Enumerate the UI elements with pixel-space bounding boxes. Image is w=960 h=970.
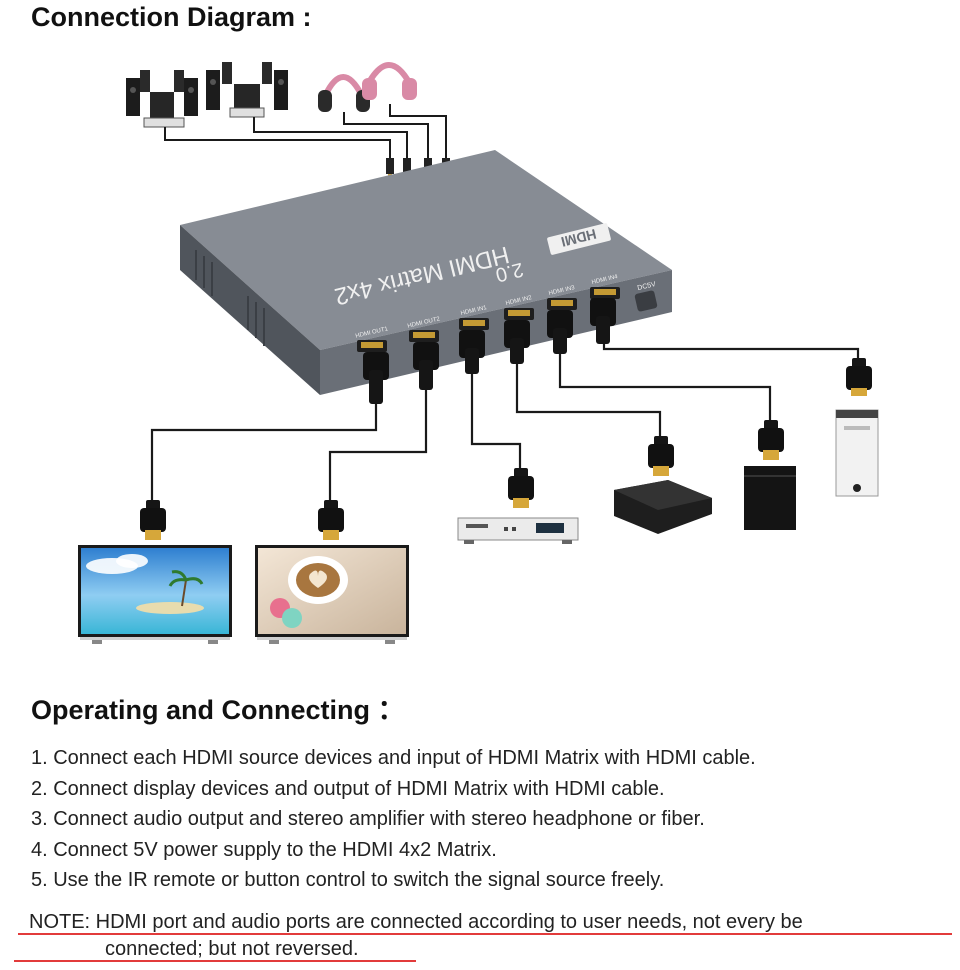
hdmi-plug: [363, 352, 389, 404]
note-line-1: NOTE: HDMI port and audio ports are conn…: [29, 911, 803, 933]
hdmi-port-in3: [547, 298, 577, 310]
hdmi-ports: [357, 287, 620, 352]
dc-power-jack: [634, 290, 658, 312]
tv-display-1: [78, 545, 232, 644]
power-label: DC5V: [637, 281, 657, 292]
hdmi-plug: [508, 468, 534, 508]
port-label-in1: HDMI IN1: [460, 305, 488, 317]
hdmi-plugs: [140, 298, 872, 540]
connection-diagram-heading: Connection Diagram :: [31, 2, 312, 32]
note-text: NOTE: HDMI port and audio ports are conn…: [29, 909, 803, 963]
hdmi-matrix-device: HDMI Matrix 4x2 HDMI 2.0 DC5V: [180, 150, 672, 395]
hdmi-plug: [318, 500, 344, 540]
port-label-in2: HDMI IN2: [505, 295, 533, 307]
set-top-box: [614, 480, 712, 534]
instruction-step: 5. Use the IR remote or button control t…: [31, 869, 665, 891]
hdmi-plug: [547, 310, 573, 354]
port-label-in4: HDMI IN4: [591, 274, 619, 286]
hdmi-port-in4: [590, 287, 620, 299]
instruction-list: 1. Connect each HDMI source devices and …: [31, 743, 756, 896]
hdmi-port-out1: [357, 340, 387, 352]
game-console: [744, 466, 796, 530]
headphones-1: [318, 74, 370, 112]
operating-heading: Operating and Connecting ：: [31, 695, 405, 725]
headphones-2: [362, 62, 417, 100]
instruction-step: 3. Connect audio output and stereo ampli…: [31, 808, 705, 830]
vent-slots: [195, 250, 265, 346]
red-underline-2: [14, 960, 416, 962]
audio-cables: [164, 104, 447, 158]
hdmi-plug: [846, 358, 872, 396]
instruction-step: 2. Connect display devices and output of…: [31, 777, 665, 800]
pc-tower: [835, 409, 879, 497]
hdmi-plug: [459, 330, 485, 374]
hdmi-plug: [504, 320, 530, 364]
port-label-in3: HDMI IN3: [548, 285, 576, 297]
instruction-step: 1. Connect each HDMI source devices and …: [31, 747, 756, 769]
hdmi-plug: [758, 420, 784, 460]
hdmi-plug: [648, 436, 674, 476]
hdmi-plug: [590, 298, 616, 344]
hdmi-cables: [150, 344, 860, 500]
hdmi-plug: [413, 342, 439, 390]
hdmi-port-in1: [459, 318, 489, 330]
speaker-system-1: [126, 70, 198, 128]
connection-diagram: HDMI Matrix 4x2 HDMI 2.0 DC5V HDMI OUT1 …: [78, 62, 879, 644]
hdmi-plug: [140, 500, 166, 540]
hdmi-port-out2: [409, 330, 439, 342]
note-line-2: connected; but not reversed.: [105, 938, 359, 960]
speaker-system-2: [206, 62, 288, 118]
instruction-step: 4. Connect 5V power supply to the HDMI 4…: [31, 838, 497, 861]
red-underline-1: [18, 933, 952, 935]
hdmi-port-in2: [504, 308, 534, 320]
dvd-player: [457, 517, 579, 544]
tv-display-2: [255, 545, 409, 644]
